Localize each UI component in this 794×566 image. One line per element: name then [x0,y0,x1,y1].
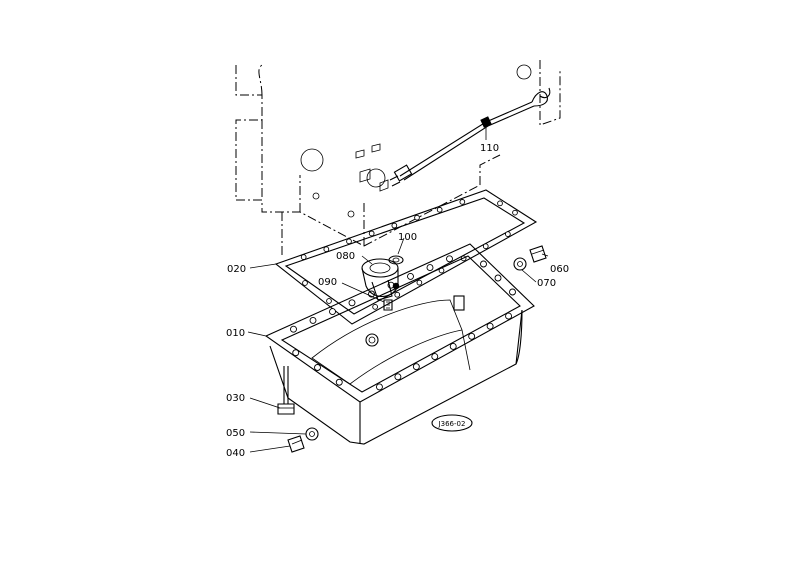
part-callouts: 110 100 080 090 020 060 070 010 030 050 … [226,143,569,459]
gasket-bolt-hole [302,280,308,286]
oil-pan [264,243,535,445]
pan-flange-bolt-hole [394,373,402,381]
gasket-bolt-hole [346,238,352,245]
gasket-bolt-hole [416,279,423,286]
gasket-bolt-hole [414,214,420,221]
drawing-stamp: J366-02 [431,414,473,432]
pan-flange-bolt-hole [480,260,487,268]
gasket-bolt-hole [326,298,332,304]
pan-flange-bolt-hole [292,349,300,357]
callout-030[interactable]: 030 [226,393,245,404]
pan-flange-bolt-hole [335,378,343,386]
pan-flange-bolt-hole [407,272,414,280]
pan-flange-bolt-hole [348,299,356,307]
pan-flange-bolt-hole [426,264,434,272]
oil-pan-gasket [274,189,538,325]
drain-plug-side [529,245,547,263]
callout-010[interactable]: 010 [226,328,245,339]
pan-flange-bolt-hole [314,364,321,371]
pan-flange-bolt-hole [309,316,317,324]
gasket-bolt-hole [368,230,375,237]
engine-block-phantom [235,60,561,256]
strainer-bolt [383,299,393,311]
callout-110[interactable]: 110 [480,143,499,154]
gasket-bolt-hole [482,243,489,250]
pan-flange-bolt-hole [449,342,457,350]
callout-050[interactable]: 050 [226,428,245,439]
pan-flange-bolt-hole [468,332,476,340]
oil-strainer [361,258,400,301]
callout-090[interactable]: 090 [318,277,337,288]
drain-plug [287,435,305,453]
gasket-bolt-hole [512,209,518,216]
pan-flange-bolt-hole [446,255,453,263]
callout-100[interactable]: 100 [398,232,417,243]
pan-flange-bolt-hole [412,363,420,371]
pan-flange-bolt-hole [505,312,513,320]
pan-flange-bolt-hole [486,322,494,330]
gasket-bolt-hole [459,199,466,205]
drain-plug-gasket [305,427,319,441]
callout-020[interactable]: 020 [227,264,246,275]
callout-040[interactable]: 040 [226,448,245,459]
callout-080[interactable]: 080 [336,251,355,262]
drawing-number: J366-02 [438,420,466,428]
pan-flange-bolt-hole [329,308,336,316]
pan-flange-bolt-hole [431,353,439,361]
dipstick [389,87,551,187]
leader-lines [247,126,549,453]
plug-washer [513,257,527,271]
pan-flange-bolt-hole [290,325,297,333]
pan-flange-bolt-hole [375,383,383,391]
gasket-bolt-hole [505,231,511,237]
gasket-bolt-hole [391,222,398,229]
strainer-o-ring [388,255,404,265]
pan-flange-bolt-hole [509,288,516,296]
gasket-bolt-hole [436,206,443,213]
gasket-bolt-hole [300,254,307,260]
gasket-bolt-hole [497,200,503,207]
pan-flange-bolt-hole [494,274,502,282]
gasket-bolt-hole [372,304,378,310]
callout-060[interactable]: 060 [550,264,569,275]
flange-bolt [277,366,295,415]
callout-070[interactable]: 070 [537,278,556,289]
gasket-bolt-hole [323,246,330,253]
gasket-bolt-hole [394,291,401,298]
